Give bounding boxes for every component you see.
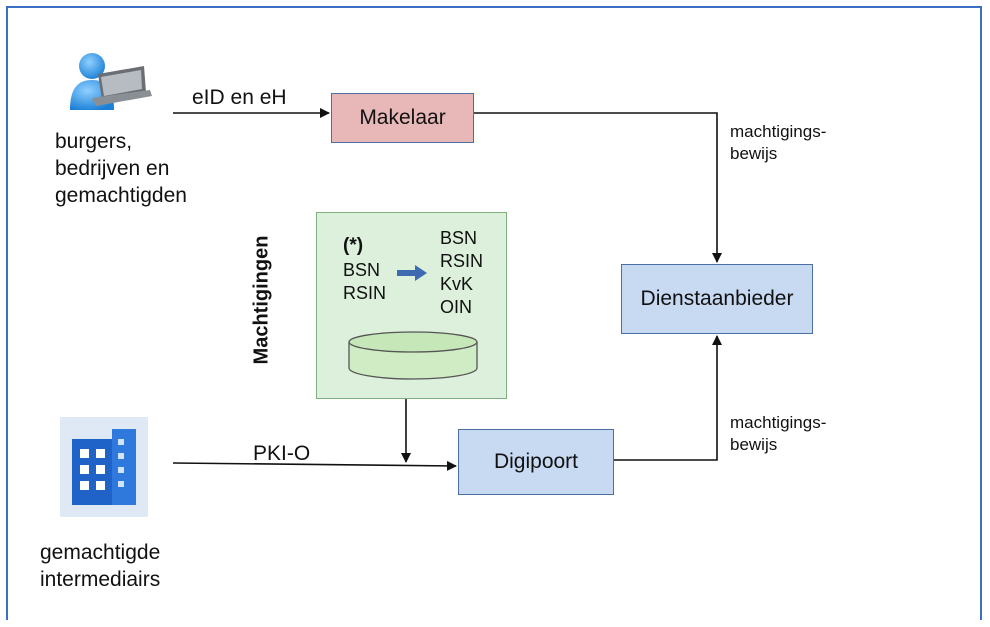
edge-makelaar-dienst <box>474 112 722 263</box>
digipoort-box: Digipoort <box>458 429 614 495</box>
proof-bottom-line-2: bewijs <box>730 435 778 454</box>
note-marker: (*) <box>343 235 364 256</box>
machtigingen-box: (*) BSN RSIN BSN RSIN KvK OIN <box>316 212 507 399</box>
intermediaries-line-1: gemachtigde <box>40 541 161 564</box>
edge-pkio <box>172 460 457 471</box>
proof-top-line-2: bewijs <box>730 144 778 163</box>
eid-label: eID en eH <box>192 86 287 109</box>
citizens-line-1: burgers, <box>55 130 133 153</box>
input-id-2: RSIN <box>343 283 387 303</box>
edge-digipoort-dienst <box>614 335 722 461</box>
intermediaries-label: gemachtigde intermediairs <box>40 539 160 593</box>
machtigingen-title: Machtigingen <box>250 235 273 365</box>
makelaar-box: Makelaar <box>331 93 474 143</box>
office-building-icon <box>72 429 136 505</box>
proof-top-label: machtigings- bewijs <box>730 121 826 165</box>
citizens-label: burgers, bedrijven en gemachtigden <box>55 128 187 209</box>
citizens-line-2: bedrijven en <box>55 157 170 180</box>
proof-bottom-line-1: machtigings- <box>730 413 827 432</box>
citizens-line-3: gemachtigden <box>55 184 187 207</box>
diagram-frame <box>6 6 982 620</box>
output-id-4: OIN <box>440 297 473 317</box>
right-arrow-icon <box>397 265 427 281</box>
person-laptop-icon <box>70 53 152 110</box>
intermediaries-line-2: intermediairs <box>40 568 161 591</box>
building-tile <box>60 417 148 517</box>
output-id-3: KvK <box>440 274 474 294</box>
database-cylinder-icon <box>348 331 478 380</box>
dienstaanbieder-box: Dienstaanbieder <box>621 264 813 334</box>
proof-top-line-1: machtigings- <box>730 122 827 141</box>
input-id-1: BSN <box>343 260 381 280</box>
pkio-label: PKI-O <box>253 442 311 465</box>
output-id-2: RSIN <box>440 251 484 271</box>
input-ids: BSN RSIN <box>343 259 386 305</box>
output-ids: BSN RSIN KvK OIN <box>440 227 483 319</box>
proof-bottom-label: machtigings- bewijs <box>730 412 826 456</box>
output-id-1: BSN <box>440 228 478 248</box>
